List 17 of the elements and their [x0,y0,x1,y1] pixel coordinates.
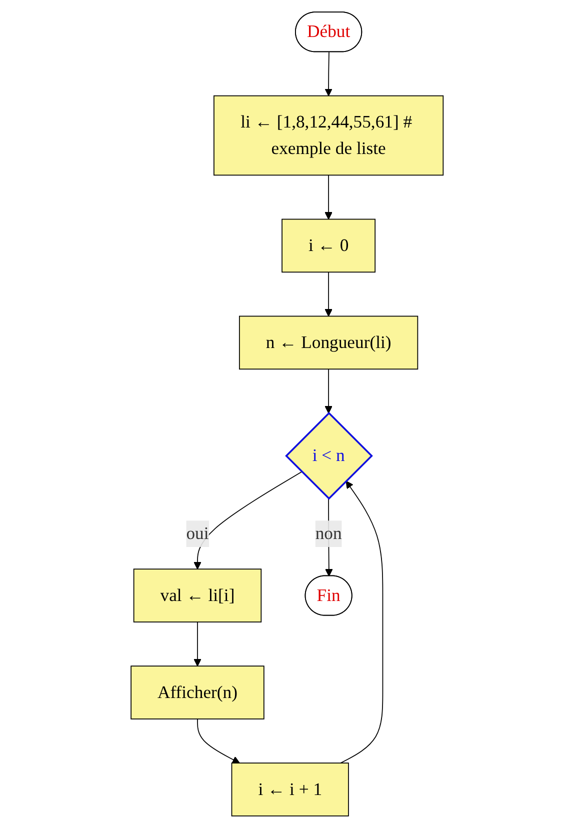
arrow [340,480,384,764]
arrow [324,272,332,317]
arrow [196,718,240,764]
arrow [194,471,302,570]
arrow [194,622,202,666]
arrow [324,368,332,414]
node-box: li ← [1,8,12,44,55,61] # exemple de liste [213,95,444,176]
node-box: Afficher(n) [130,666,264,720]
node-box: n ← Longueur(li) [238,316,418,370]
arrow [324,174,332,220]
node-box: val ← li[i] [133,568,262,622]
arrow [324,52,332,96]
edge-label: oui [186,524,209,544]
node-diamond: i < n [284,412,373,500]
node-box: i ← i + 1 [231,762,349,816]
edge-label: non [315,524,342,544]
node-box: i ← 0 [281,218,376,273]
